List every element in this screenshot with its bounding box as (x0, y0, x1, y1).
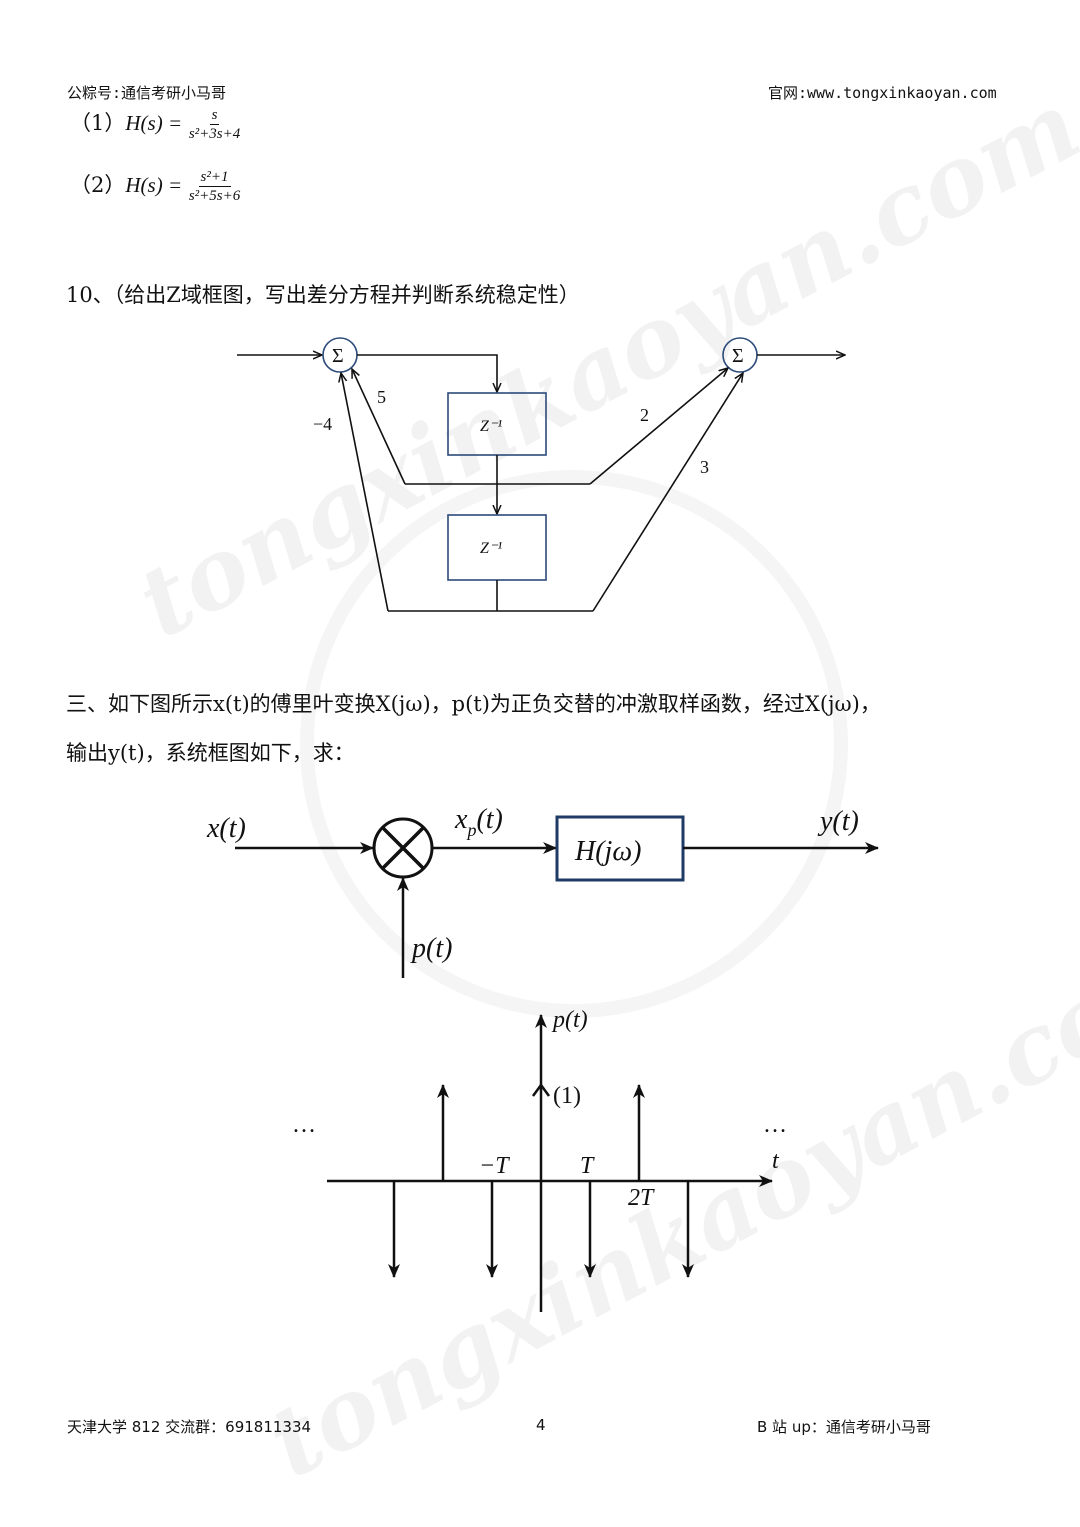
numerator: s²+1 (198, 169, 231, 187)
question-10-title: 10、（给出Z域框图，写出差分方程并判断系统稳定性） (66, 283, 580, 307)
page-number: 4 (536, 1416, 546, 1434)
gain-label: 3 (700, 457, 709, 477)
gain-label: 2 (640, 405, 649, 425)
feedback-5 (352, 369, 406, 485)
feedforward-3 (592, 373, 743, 612)
question-3-line-2: 输出y(t)，系统框图如下，求： (66, 741, 355, 765)
feedforward-2 (589, 368, 728, 485)
output-label: y(t) (817, 806, 859, 837)
sum-symbol: Σ (732, 345, 744, 367)
ellipsis: … (292, 1112, 316, 1138)
impulse-train-plot (327, 1014, 773, 1312)
gain-label: 5 (377, 387, 386, 407)
input-label: x(t) (206, 813, 246, 844)
ellipsis: … (763, 1112, 787, 1138)
sum-symbol: Σ (332, 345, 344, 367)
item-label: （1） (70, 111, 126, 135)
forward-line (357, 354, 497, 392)
gain-label: −4 (313, 414, 332, 434)
filter-label: H(jω) (574, 836, 641, 867)
denominator: s²+3s+4 (188, 126, 241, 142)
footer-left: 天津大学 812 交流群：691811334 (67, 1418, 312, 1436)
header-left: 公粽号:通信考研小马哥 (67, 84, 227, 102)
denominator: s²+5s+6 (188, 188, 241, 204)
carrier-label: p(t) (410, 933, 452, 964)
amplitude-label: (1) (553, 1083, 581, 1109)
y-axis-label: p(t) (551, 1007, 588, 1033)
footer-right: B 站 up：通信考研小马哥 (757, 1418, 931, 1436)
item-lhs: H(s) = (125, 173, 183, 197)
header-right: 官网:www.tongxinkaoyan.com (768, 84, 997, 102)
central-impulse-head (531, 1082, 551, 1097)
x-axis-label: t (772, 1148, 780, 1174)
question-3-line-1: 三、如下图所示x(t)的傅里叶变换X(jω)，p(t)为正负交替的冲激取样函数，… (66, 692, 881, 716)
tick-label: −T (479, 1153, 510, 1179)
item-lhs: H(s) = (125, 111, 183, 135)
delay-label: Z⁻¹ (480, 418, 502, 435)
feedback-minus-4 (341, 373, 389, 612)
tick-label: T (580, 1153, 595, 1179)
numerator: s (209, 107, 220, 125)
sampling-system-diagram (235, 815, 879, 978)
sampled-label: xp(t) (454, 804, 503, 840)
z-domain-block-diagram (237, 337, 845, 612)
delay-label: Z⁻¹ (480, 540, 502, 557)
item-label: （2） (70, 173, 126, 197)
multiplier-cross (381, 826, 425, 870)
tick-label: 2T (628, 1185, 655, 1211)
